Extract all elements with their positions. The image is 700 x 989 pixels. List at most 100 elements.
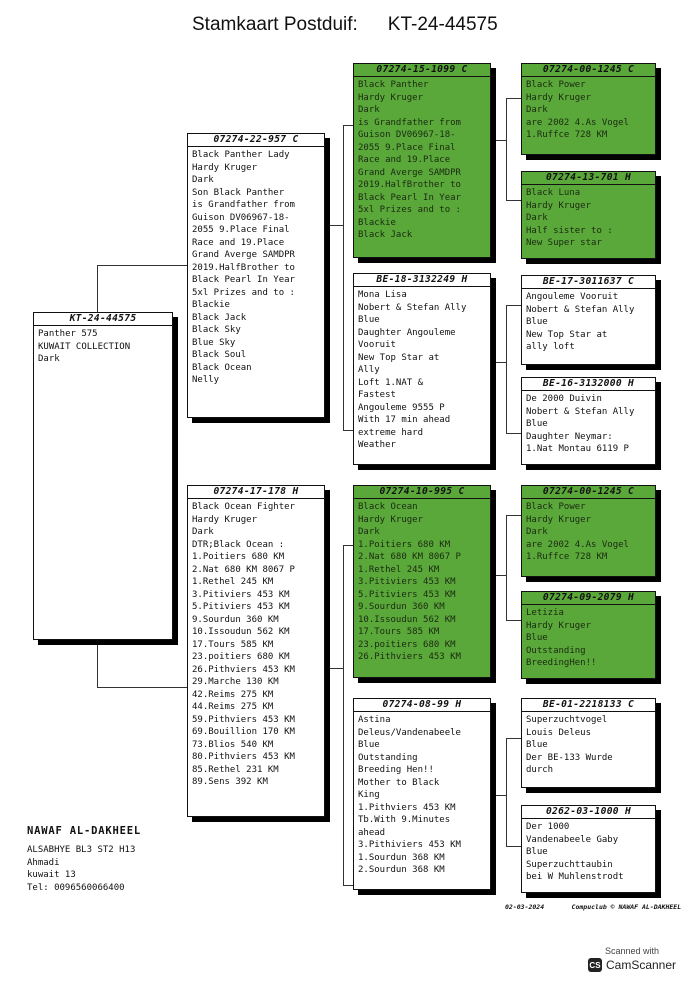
connector-line bbox=[492, 575, 506, 576]
card-line: 69.Bouillion 170 KM bbox=[192, 727, 295, 737]
card-line: Blackie bbox=[358, 217, 396, 228]
card-ring: 07274-10-995 C bbox=[354, 486, 490, 499]
card-line: Black Ocean bbox=[358, 502, 418, 512]
card-line: Black Jack bbox=[192, 312, 247, 323]
connector-line bbox=[492, 362, 506, 363]
card-line: 2019.HalfBrother to bbox=[192, 262, 295, 273]
card-line: Loft 1.NAT & bbox=[358, 377, 424, 388]
card-ring: BE-01-2218133 C bbox=[522, 699, 655, 712]
card-line: are 2002 4.As Vogel bbox=[526, 539, 629, 550]
card-line: 29.Marche 130 KM bbox=[192, 677, 279, 687]
card-line: Black Panther Lady bbox=[192, 150, 290, 160]
card-line: Breeding Hen!! bbox=[358, 765, 434, 775]
card-ring: BE-18-3132249 H bbox=[354, 274, 490, 287]
card-line: 3.Pithiviers 453 KM bbox=[358, 840, 461, 850]
card-line: 26.Pithviers 453 KM bbox=[192, 664, 295, 675]
card-line: Mona Lisa bbox=[358, 290, 407, 300]
card-line: 1.Pithviers 453 KM bbox=[358, 802, 456, 813]
connector-line bbox=[343, 885, 353, 886]
card-line: Half sister to : bbox=[526, 225, 613, 236]
card-line: Angouleme Vooruit bbox=[526, 292, 619, 302]
connector-line bbox=[97, 265, 98, 313]
card-line: 1.Poitiers 680 KM bbox=[358, 539, 451, 550]
card-line: De 2000 Duivin bbox=[526, 394, 602, 404]
connector-line bbox=[506, 620, 521, 621]
card-line: Blue bbox=[526, 633, 548, 643]
card-line: New Top Star at bbox=[358, 352, 440, 363]
card-line: Tb.With 9.Minutes bbox=[358, 815, 451, 825]
card-line: Blue bbox=[526, 419, 548, 429]
card-line: Weather bbox=[358, 440, 396, 450]
card-line: Black Luna bbox=[526, 188, 581, 198]
card-line: Fastest bbox=[358, 390, 396, 400]
connector-line bbox=[506, 515, 507, 620]
card-line: BreedingHen!! bbox=[526, 658, 597, 668]
card-line: 2055 9.Place Final bbox=[192, 225, 290, 235]
card-line: 17.Tours 585 KM bbox=[358, 627, 440, 637]
card-line: Der 1000 bbox=[526, 822, 570, 832]
card-line: 89.Sens 392 KM bbox=[192, 777, 268, 787]
title-ring-number: KT-24-44575 bbox=[387, 14, 498, 35]
card-line: Dark bbox=[38, 354, 60, 364]
card-line: 9.Sourdun 360 KM bbox=[358, 602, 445, 612]
card-line: Astina bbox=[358, 715, 391, 725]
card-line: Ally bbox=[358, 365, 380, 375]
card-line: Race and 19.Place bbox=[192, 237, 285, 248]
card-line: Dark bbox=[192, 527, 214, 537]
card-line: KUWAIT COLLECTION bbox=[38, 341, 131, 352]
card-line: Black Sky bbox=[192, 325, 241, 335]
card-line: extreme hard bbox=[358, 427, 424, 438]
card-line: Tel: 0096560066400 bbox=[27, 882, 125, 893]
card-line: Mother to Black bbox=[358, 777, 440, 788]
card-line: 1.Rethel 245 KM bbox=[358, 564, 440, 575]
connector-line bbox=[492, 795, 506, 796]
card-line: With 17 min ahead bbox=[358, 415, 451, 425]
card-line: 5.Pitiviers 453 KM bbox=[358, 589, 456, 600]
connector-line bbox=[343, 430, 353, 431]
connector-line bbox=[343, 125, 344, 430]
card-line: 9.Sourdun 360 KM bbox=[192, 614, 279, 625]
card-line: 44.Reims 275 KM bbox=[192, 702, 274, 712]
card-line: Panther 575 bbox=[38, 329, 98, 339]
connector-line bbox=[97, 637, 98, 687]
card-line: DTR;Black Ocean : bbox=[192, 539, 285, 550]
connector-line bbox=[506, 738, 521, 739]
card-line: 23.poitiers 680 KM bbox=[358, 639, 456, 650]
card-line: Black Ocean bbox=[192, 362, 252, 373]
card-line: Louis Deleus bbox=[526, 727, 592, 738]
connector-line bbox=[343, 125, 353, 126]
card-ring: BE-16-3132000 H bbox=[522, 378, 655, 391]
card-line: 5xl Prizes and to : bbox=[192, 287, 295, 298]
card-line: 1.Ruffce 728 KM bbox=[526, 130, 608, 140]
card-line: 2.Sourdun 368 KM bbox=[358, 865, 445, 875]
card-line: Blue bbox=[526, 317, 548, 327]
card-line: Nobert & Stefan Ally bbox=[526, 406, 635, 417]
footer-credit: Compuclub © NAWAF AL-DAKHEEL bbox=[571, 903, 682, 911]
card-line: Der BE-133 Wurde bbox=[526, 752, 613, 763]
card-line: 80.Pithviers 453 KM bbox=[192, 752, 295, 762]
card-line: bei W Muhlenstrodt bbox=[526, 872, 624, 882]
card-line: 1.Rethel 245 KM bbox=[192, 577, 274, 587]
card-line: 1.Sourdun 368 KM bbox=[358, 852, 445, 863]
connector-line bbox=[492, 140, 506, 141]
card-line: New Super star bbox=[526, 238, 602, 248]
card-line: Black Ocean Fighter bbox=[192, 502, 295, 512]
card-ring: KT-24-44575 bbox=[34, 313, 172, 326]
card-ring: 0262-03-1000 H bbox=[522, 806, 655, 819]
card-line: 85.Rethel 231 KM bbox=[192, 764, 279, 775]
card-line: Dark bbox=[526, 213, 548, 223]
connector-line bbox=[506, 200, 521, 201]
card-line: Dark bbox=[192, 175, 214, 185]
card-ring: 07274-08-99 H bbox=[354, 699, 490, 712]
card-line: Nobert & Stefan Ally bbox=[526, 304, 635, 315]
card-line: King bbox=[358, 790, 380, 800]
card-line: Nobert & Stefan Ally bbox=[358, 302, 467, 313]
card-line: Race and 19.Place bbox=[358, 155, 451, 165]
connector-line bbox=[506, 98, 507, 200]
